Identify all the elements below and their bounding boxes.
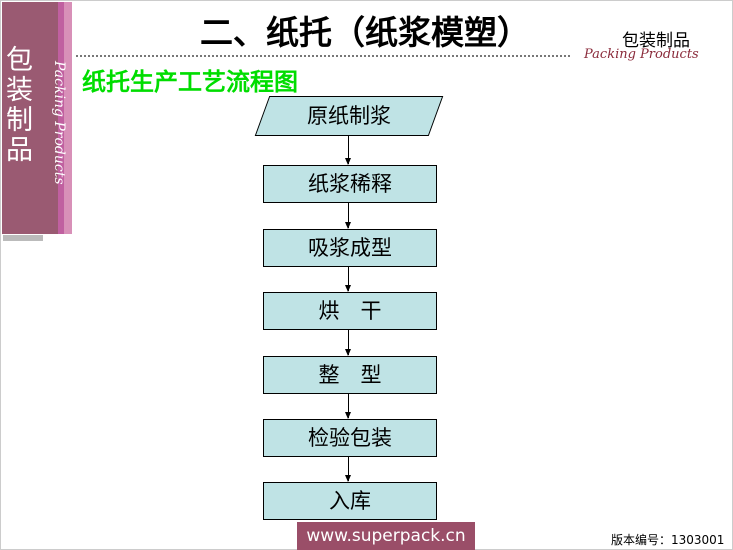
flow-arrow (345, 267, 351, 292)
sidebar-shadow (3, 235, 43, 241)
flow-step: 吸浆成型 (263, 229, 437, 267)
flow-arrow (345, 330, 351, 356)
flow-arrow (345, 135, 351, 165)
flow-start: 原纸制浆 (307, 104, 391, 128)
flow-arrow (345, 457, 351, 482)
header-brand-en: Packing Products (584, 47, 699, 62)
flow-step: 整 型 (263, 356, 437, 394)
flow-step: 入库 (263, 482, 437, 520)
flow-arrow (345, 203, 351, 229)
sidebar-brand-cn: 包装制品 (6, 45, 33, 166)
footer-url[interactable]: www.superpack.cn (297, 522, 475, 550)
sidebar-brand-en: Packing Products (51, 61, 67, 185)
flow-arrow (345, 394, 351, 419)
divider (76, 55, 570, 57)
subtitle: 纸托生产工艺流程图 (82, 68, 298, 96)
flow-step: 纸浆稀释 (263, 165, 437, 203)
flow-step: 烘 干 (263, 292, 437, 330)
header-brand-cn: 包装制品 (622, 31, 690, 51)
page-title: 二、纸托（纸浆模塑） (200, 13, 530, 52)
sidebar-stripe-light (64, 2, 72, 234)
sidebar-band (2, 2, 58, 234)
sidebar-stripe (58, 2, 64, 234)
version-number: 版本编号：1303001 (611, 533, 725, 547)
flow-step: 检验包装 (263, 419, 437, 457)
